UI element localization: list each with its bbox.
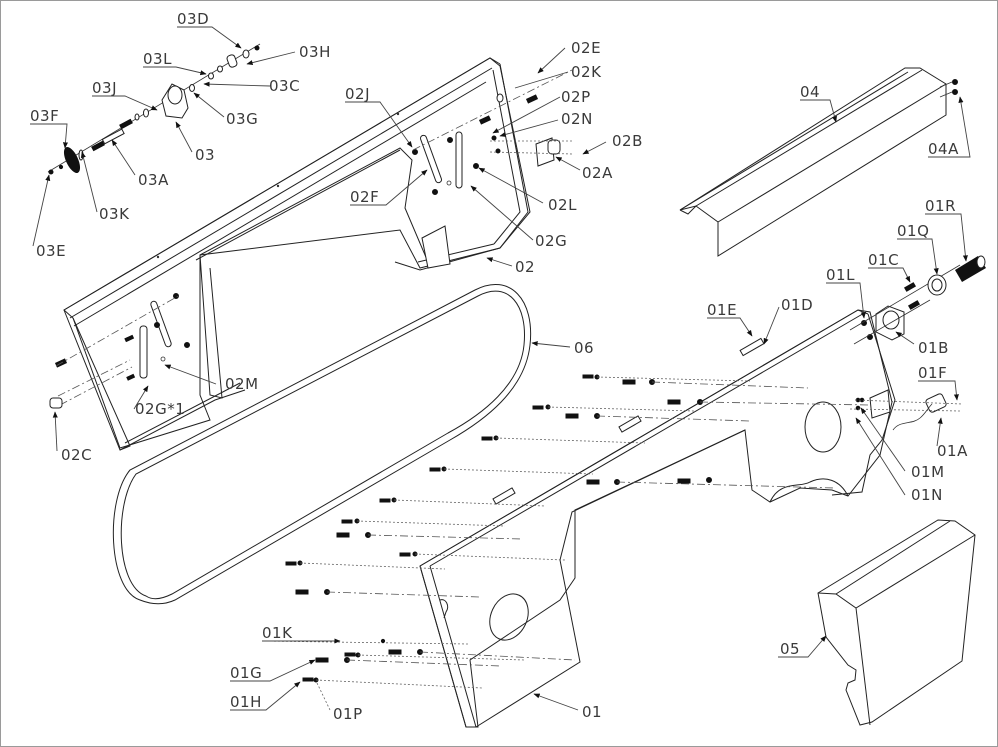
callout-01R: 01R bbox=[925, 197, 956, 215]
part-02F-link bbox=[412, 131, 479, 195]
callout-03L: 03L bbox=[143, 50, 172, 68]
callout-01E: 01E bbox=[707, 301, 737, 319]
callout-02B: 02B bbox=[612, 132, 643, 150]
callout-03: 03 bbox=[195, 146, 215, 164]
part-02G-link-lower bbox=[49, 293, 190, 409]
callout-02F: 02F bbox=[350, 188, 379, 206]
callout-01: 01 bbox=[582, 703, 602, 721]
callout-01A: 01A bbox=[937, 442, 968, 460]
callout-06: 06 bbox=[574, 339, 594, 357]
callout-02G: 02G bbox=[535, 232, 567, 250]
part-01-lower-housing bbox=[419, 309, 896, 728]
callout-02C: 02C bbox=[61, 446, 92, 464]
part-06-band bbox=[112, 284, 532, 605]
callout-03F: 03F bbox=[30, 107, 59, 125]
part-04-top-cover bbox=[679, 67, 958, 257]
callout-02G-star-1: 02G*1 bbox=[135, 400, 185, 418]
callout-01P: 01P bbox=[333, 705, 363, 723]
callout-01K: 01K bbox=[262, 624, 293, 642]
callout-02E: 02E bbox=[571, 39, 601, 57]
callout-03E: 03E bbox=[36, 242, 66, 260]
callout-03K: 03K bbox=[99, 205, 130, 223]
callout-02: 02 bbox=[515, 258, 535, 276]
part-01D-hinges bbox=[492, 337, 765, 505]
callout-01Q: 01Q bbox=[897, 222, 929, 240]
part-02-door-panel bbox=[63, 57, 531, 451]
callout-01N: 01N bbox=[911, 486, 943, 504]
callout-02A: 02A bbox=[582, 164, 613, 182]
callout-04: 04 bbox=[800, 83, 820, 101]
part-05-side-cover bbox=[817, 519, 976, 726]
callout-labels: 03D 03H 03L 03C 03J 03G 03F 03 03A 03K 0… bbox=[30, 10, 970, 723]
callout-01M: 01M bbox=[911, 463, 945, 481]
callout-01G: 01G bbox=[230, 664, 262, 682]
callout-01B: 01B bbox=[918, 339, 949, 357]
callout-01F: 01F bbox=[918, 364, 947, 382]
callout-03C: 03C bbox=[269, 77, 300, 95]
callout-03J: 03J bbox=[92, 79, 117, 97]
callout-02N: 02N bbox=[561, 110, 593, 128]
callout-02J: 02J bbox=[345, 85, 370, 103]
part-01-fasteners bbox=[261, 374, 871, 689]
part-03-shaft-assembly bbox=[47, 43, 261, 175]
callout-02M: 02M bbox=[225, 375, 259, 393]
callout-01L: 01L bbox=[826, 266, 855, 284]
part-01A-switch bbox=[849, 389, 963, 431]
callout-03H: 03H bbox=[299, 43, 331, 61]
callout-03A: 03A bbox=[138, 171, 169, 189]
part-01Q-bushing bbox=[927, 274, 947, 296]
part-01R-handle-grip bbox=[955, 255, 986, 282]
callout-01C: 01C bbox=[868, 251, 899, 269]
callout-04A: 04A bbox=[928, 140, 959, 158]
callout-01D: 01D bbox=[781, 296, 813, 314]
callout-02L: 02L bbox=[548, 196, 577, 214]
callout-03D: 03D bbox=[177, 10, 209, 28]
callout-03G: 03G bbox=[226, 110, 258, 128]
callout-02P: 02P bbox=[561, 88, 591, 106]
callout-01H: 01H bbox=[230, 693, 262, 711]
callout-02K: 02K bbox=[571, 63, 602, 81]
part-02A-latch bbox=[412, 69, 574, 167]
callout-05: 05 bbox=[780, 640, 800, 658]
